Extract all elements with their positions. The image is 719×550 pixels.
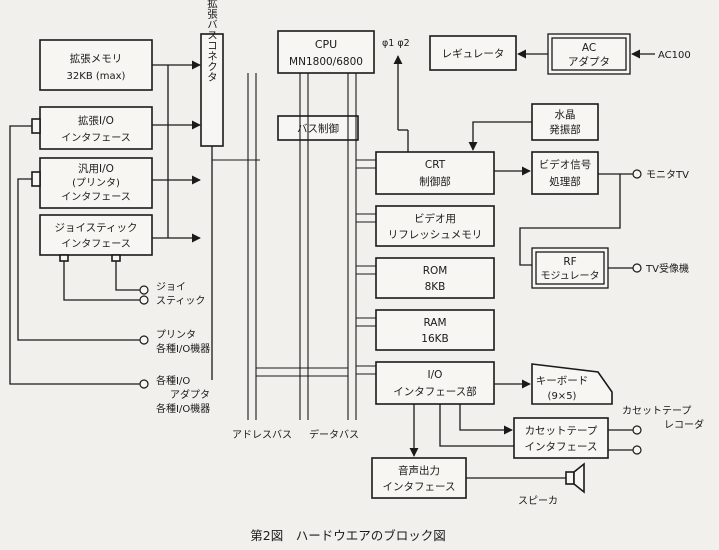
cassette-if-label-1: カセットテープ <box>525 425 598 437</box>
speaker-label: スピーカ <box>518 495 558 507</box>
crt-label-2: 制御部 <box>419 175 451 188</box>
joystick-label-1: ジョイ <box>156 282 186 293</box>
io-interface-block: I/O インタフェース部 <box>375 361 495 405</box>
gen-io-label-2: (プリンタ) <box>72 177 120 189</box>
crystal-block: 水晶 発振部 <box>531 103 599 141</box>
video-signal-label-1: ビデオ信号 <box>539 158 592 171</box>
regulator-block: レギュレータ <box>429 35 517 71</box>
regulator-label: レギュレータ <box>442 48 505 60</box>
ac-adapter-label-1: AC <box>582 42 596 54</box>
cpu-label-2: MN1800/6800 <box>289 56 363 68</box>
cassette-terminal-1 <box>632 425 642 435</box>
joystick-if-label-2: インタフェース <box>61 238 131 250</box>
joystick-terminal-2 <box>139 295 149 305</box>
crystal-label-2: 発振部 <box>549 123 581 136</box>
gen-io-label-1: 汎用I/O <box>78 162 114 175</box>
video-signal-block: ビデオ信号 処理部 <box>531 151 599 195</box>
ac-adapter-block: AC アダプタ <box>547 33 631 75</box>
io-if-label-2: インタフェース部 <box>393 385 476 398</box>
ext-memory-label-1: 拡張メモリ <box>70 52 123 65</box>
rf-label-2: モジュレータ <box>540 270 599 282</box>
ext-io-block: 拡張I/O インタフェース <box>31 106 153 150</box>
cassette-terminal-2 <box>632 445 642 455</box>
address-bus-label: アドレスバス <box>232 429 292 441</box>
rom-block: ROM 8KB <box>375 257 495 299</box>
ram-block: RAM 16KB <box>375 309 495 351</box>
ext-bus-connector-label: 拡張バスコネクタ <box>206 0 218 82</box>
joystick-terminal-1 <box>139 285 149 295</box>
cpu-block: CPU MN1800/6800 <box>277 30 375 74</box>
ram-label-1: RAM <box>423 317 446 329</box>
joystick-label-2: スティック <box>156 295 205 307</box>
joystick-if-block: ジョイスティック インタフェース <box>39 214 153 262</box>
speaker-icon <box>565 462 585 494</box>
various-io-label-2: アダプタ <box>170 388 210 401</box>
video-ram-block: ビデオ用 リフレッシュメモリ <box>375 205 495 247</box>
keyboard-block: キーボード (9×5) <box>531 363 613 405</box>
video-signal-label-2: 処理部 <box>549 175 581 188</box>
crt-control-block: CRT 制御部 <box>375 151 495 195</box>
various-io-label-1: 各種I/O <box>156 374 190 387</box>
printer-label-1: プリンタ <box>156 329 196 341</box>
gen-io-label-3: インタフェース <box>61 191 131 203</box>
phi-clock-label: φ1 φ2 <box>382 38 410 49</box>
joystick-if-label-1: ジョイスティック <box>54 222 137 234</box>
keyboard-label-2: (9×5) <box>548 391 577 402</box>
cpu-label-1: CPU <box>315 38 337 51</box>
audio-label-2: インタフェース <box>383 481 456 493</box>
rf-modulator-block: RF モジュレータ <box>531 247 609 289</box>
video-ram-label-2: リフレッシュメモリ <box>388 229 483 241</box>
printer-terminal <box>139 335 149 345</box>
rf-label-1: RF <box>563 256 576 268</box>
keyboard-label-1: キーボード <box>536 375 589 387</box>
video-ram-label-1: ビデオ用 <box>414 212 456 225</box>
cassette-recorder-label-2: レコーダ <box>664 418 704 431</box>
rom-label-2: 8KB <box>425 281 446 293</box>
ac100-label: AC100 <box>658 50 691 61</box>
printer-label-2: 各種I/O機器 <box>156 342 210 355</box>
ext-io-label-2: インタフェース <box>61 132 131 144</box>
various-io-terminal <box>139 379 149 389</box>
crystal-label-1: 水晶 <box>555 109 576 121</box>
various-io-label-3: 各種I/O機器 <box>156 402 210 415</box>
cassette-if-block: カセットテープ インタフェース <box>513 417 609 459</box>
io-if-label-1: I/O <box>428 369 443 381</box>
tv-receiver-terminal <box>632 263 642 273</box>
audio-output-block: 音声出力 インタフェース <box>371 457 467 499</box>
ext-memory-block: 拡張メモリ 32KB (max) <box>39 39 153 91</box>
figure-caption: 第2図 ハードウエアのブロック図 <box>250 528 445 543</box>
data-bus-label: データバス <box>309 428 359 441</box>
ac-adapter-label-2: アダプタ <box>568 55 610 68</box>
bus-control-block: バス制御 <box>277 115 359 141</box>
ext-bus-connector: 拡張バスコネクタ <box>200 0 224 147</box>
monitor-tv-terminal <box>632 169 642 179</box>
cassette-recorder-label-1: カセットテープ <box>622 405 691 417</box>
ext-io-label-1: 拡張I/O <box>78 114 114 127</box>
gen-io-block: 汎用I/O (プリンタ) インタフェース <box>31 157 153 209</box>
tv-receiver-label: TV受像機 <box>645 262 689 275</box>
audio-label-1: 音声出力 <box>398 464 440 477</box>
cassette-if-label-2: インタフェース <box>525 441 598 453</box>
ext-memory-label-2: 32KB (max) <box>67 71 126 82</box>
ram-label-2: 16KB <box>421 333 448 345</box>
rom-label-1: ROM <box>423 265 448 277</box>
bus-taps <box>256 159 376 377</box>
monitor-tv-label: モニタTV <box>646 169 689 181</box>
crt-label-1: CRT <box>425 159 446 171</box>
bus-control-label: バス制御 <box>297 122 339 135</box>
